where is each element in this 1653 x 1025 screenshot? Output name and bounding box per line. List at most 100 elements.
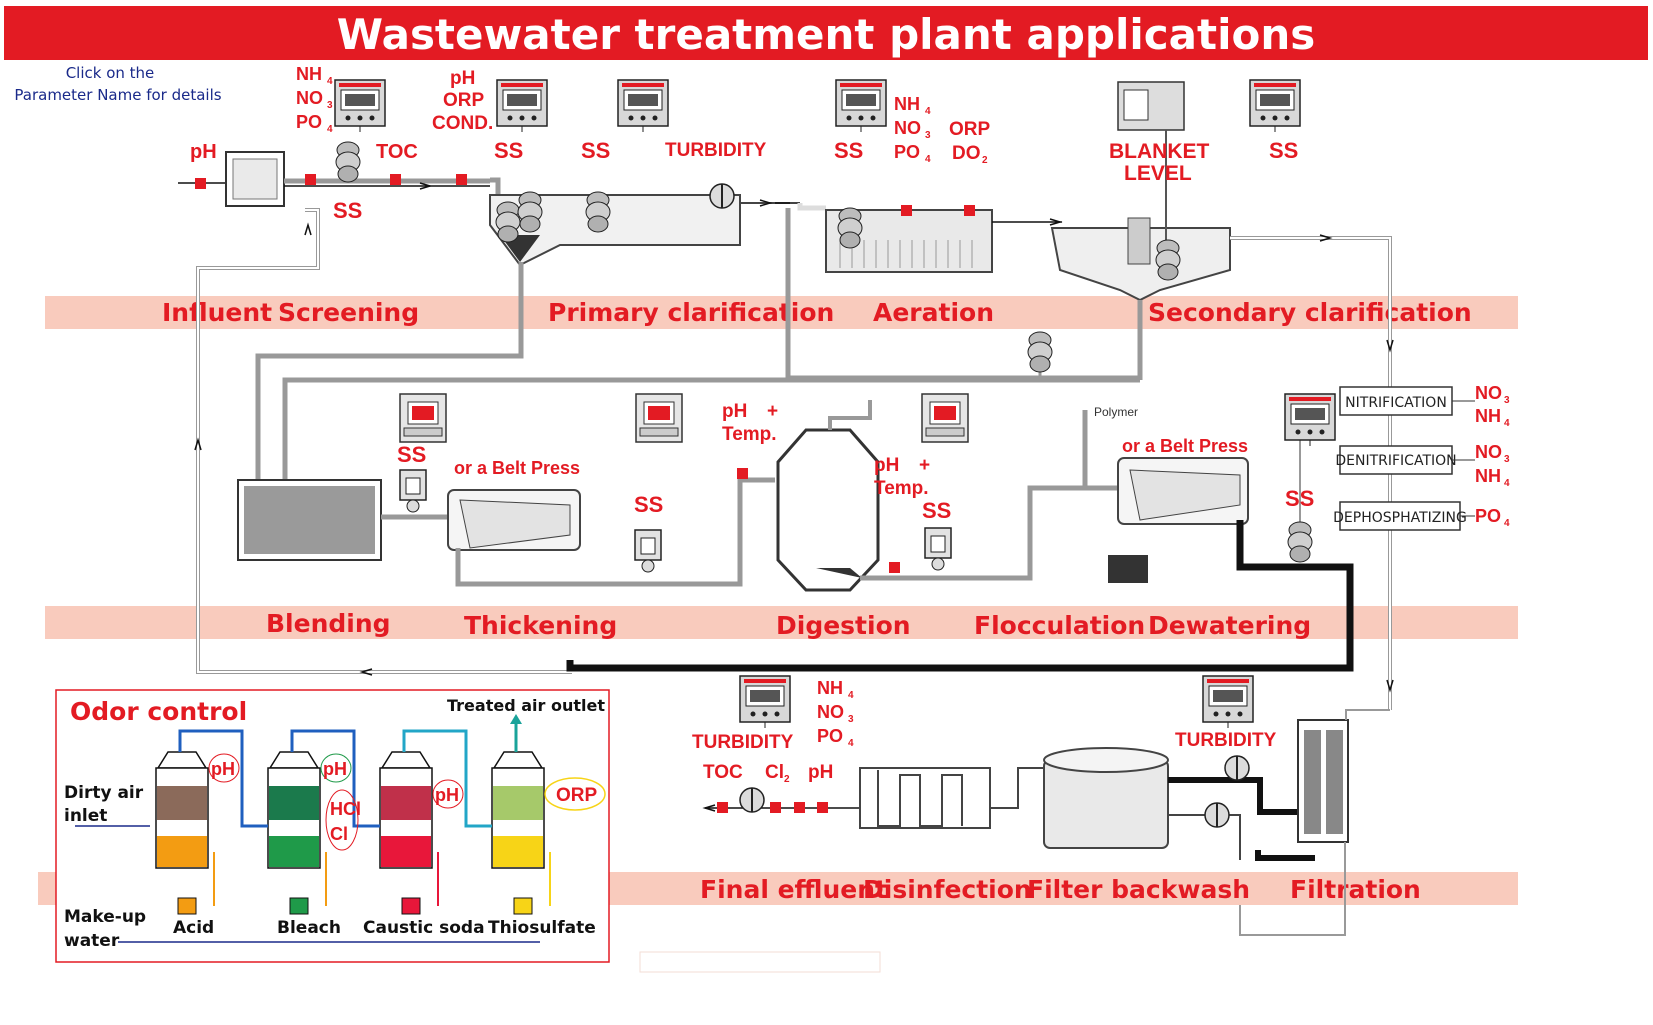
odor-ph-3[interactable]: pH [435, 785, 459, 805]
param-ss-flocculation[interactable]: SS [922, 498, 951, 523]
param-ss-secondary[interactable]: SS [1269, 138, 1298, 163]
label-disinfection: Disinfection [863, 875, 1032, 904]
treated-air-outlet-label: Treated air outlet [447, 696, 605, 715]
param-ph-primary[interactable]: pH [450, 68, 475, 89]
odor-ph-2[interactable]: pH [323, 759, 347, 779]
label-filtration: Filtration [1290, 875, 1421, 904]
label-flocculation: Flocculation [974, 611, 1145, 640]
odor-cl2[interactable]: Cl [330, 824, 348, 844]
param-cl2-effluent[interactable]: Cl [765, 762, 784, 783]
param-do2[interactable]: DO [952, 143, 981, 164]
param-ss-thickening[interactable]: SS [397, 442, 426, 467]
param-no3-screening[interactable]: NO [296, 88, 323, 108]
param-nh4-screening[interactable]: NH [296, 64, 322, 84]
param-toc[interactable]: TOC [376, 141, 418, 163]
param-po4-dephosphatizing[interactable]: PO [1475, 506, 1501, 526]
param-no3-aeration[interactable]: NO [894, 118, 921, 138]
sub-3: 3 [327, 100, 333, 111]
sub-4h: 4 [848, 690, 854, 701]
label-final-effluent: Final effluent [700, 875, 887, 904]
denitrification-box[interactable] [1339, 445, 1453, 475]
sub-2b: 2 [784, 774, 790, 785]
param-nh4-denitrification[interactable]: NH [1475, 466, 1501, 486]
chem-thiosulfate: Thiosulfate [488, 918, 596, 938]
sub-4d: 4 [925, 154, 931, 165]
sub-2: 2 [982, 155, 988, 166]
param-ss-aeration[interactable]: SS [834, 138, 863, 163]
param-temp-digestion[interactable]: Temp. [722, 424, 777, 445]
belt-press-label-1: or a Belt Press [454, 458, 580, 478]
param-ss-blending[interactable]: SS [634, 492, 663, 517]
label-aeration: Aeration [873, 298, 994, 327]
label-filter-backwash: Filter backwash [1027, 875, 1250, 904]
param-temp-flocculation[interactable]: Temp. [874, 478, 929, 499]
nitrification-box[interactable] [1339, 386, 1453, 416]
param-turbidity-primary[interactable]: TURBIDITY [665, 140, 767, 161]
param-ph-influent[interactable]: pH [190, 141, 217, 163]
odor-ph-1[interactable]: pH [211, 759, 235, 779]
param-turbidity-effluent[interactable]: TURBIDITY [692, 732, 794, 753]
scrubber-tower-3 [379, 751, 433, 869]
odor-hcl[interactable]: HCl [330, 799, 361, 819]
param-turbidity-filtration[interactable]: TURBIDITY [1175, 730, 1277, 751]
digester [776, 428, 880, 592]
param-nh4-aeration[interactable]: NH [894, 94, 920, 114]
footer-frame [639, 951, 881, 973]
belt-press-label-2: or a Belt Press [1122, 436, 1248, 456]
param-orp-primary[interactable]: ORP [443, 90, 485, 111]
makeup-label-1: Make-up [64, 907, 146, 927]
sub-4f: 4 [1504, 478, 1510, 489]
thiosulfate-tank [513, 897, 533, 915]
sub-4g: 4 [1504, 518, 1510, 529]
acid-tank [177, 897, 197, 915]
label-digestion: Digestion [776, 611, 911, 640]
param-no3-denitrification[interactable]: NO [1475, 442, 1502, 462]
dephosphatizing-label: DEPHOSPHATIZING [1333, 510, 1467, 526]
param-po4-screening[interactable]: PO [296, 112, 322, 132]
param-nh4-nitrification[interactable]: NH [1475, 406, 1501, 426]
param-po4-aeration[interactable]: PO [894, 142, 920, 162]
hint-line-2: Parameter Name for details [14, 86, 222, 104]
param-level[interactable]: LEVEL [1124, 162, 1192, 185]
odor-title: Odor control [70, 697, 247, 726]
label-thickening: Thickening [464, 611, 617, 640]
primary-clarifier [489, 194, 741, 267]
plus-1: + [767, 401, 778, 422]
sub-4i: 4 [848, 738, 854, 749]
param-ph-effluent[interactable]: pH [808, 762, 833, 783]
param-ss-primary-2[interactable]: SS [581, 138, 610, 163]
scrubber-tower-1 [155, 751, 209, 869]
scrubber-tower-4 [491, 751, 545, 869]
odor-orp[interactable]: ORP [556, 785, 598, 806]
nitrification-label: NITRIFICATION [1345, 395, 1447, 411]
param-ph-flocculation[interactable]: pH [874, 455, 899, 476]
label-influent: Influent [162, 298, 272, 327]
param-ss-screening[interactable]: SS [333, 198, 362, 223]
band-middle [45, 606, 1518, 639]
param-ss-dewatering[interactable]: SS [1285, 486, 1314, 511]
param-ph-digestion[interactable]: pH [722, 401, 747, 422]
param-no3-nitrification[interactable]: NO [1475, 383, 1502, 403]
caustic-tank [401, 897, 421, 915]
sub-3d: 3 [1504, 454, 1510, 465]
param-nh4-effluent[interactable]: NH [817, 678, 843, 698]
label-dewatering: Dewatering [1148, 611, 1311, 640]
param-no3-effluent[interactable]: NO [817, 702, 844, 722]
polymer-label: Polymer [1094, 405, 1138, 419]
param-po4-effluent[interactable]: PO [817, 726, 843, 746]
bleach-tank [289, 897, 309, 915]
param-blanket[interactable]: BLANKET [1109, 140, 1209, 163]
page-title: Wastewater treatment plant applications [336, 10, 1316, 59]
sub-4b: 4 [327, 124, 333, 135]
param-toc-effluent[interactable]: TOC [703, 762, 743, 783]
label-screening: Screening [278, 298, 419, 327]
param-ss-primary-1[interactable]: SS [494, 138, 523, 163]
sub-4e: 4 [1504, 418, 1510, 429]
dirty-air-label-1: Dirty air [64, 783, 144, 803]
param-orp-aeration[interactable]: ORP [949, 119, 991, 140]
param-cond[interactable]: COND. [432, 113, 493, 134]
label-blending: Blending [266, 609, 391, 638]
band-top [45, 296, 1518, 329]
dirty-air-label-2: inlet [64, 806, 107, 826]
makeup-label-2: water [64, 931, 120, 951]
